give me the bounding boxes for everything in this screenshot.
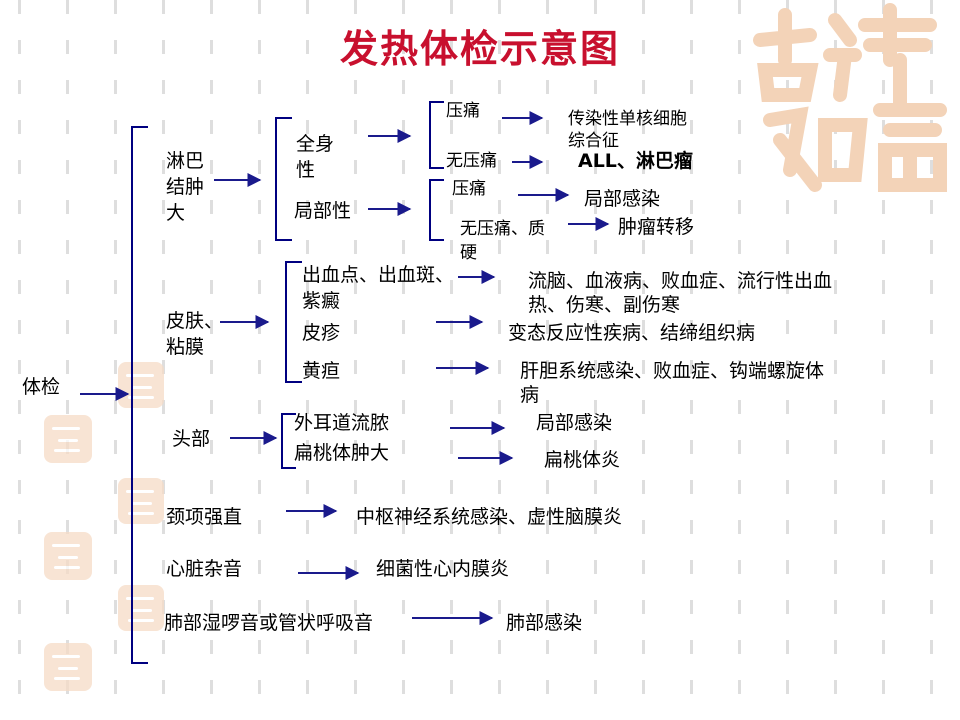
bg-dash-line [738,0,741,720]
ear-discharge-label: 外耳道流脓 [294,412,390,434]
result-tumor-metastasis: 肿瘤转移 [618,216,695,238]
neck-stiffness-label: 颈项强直 [166,506,243,528]
bg-dash-line [546,0,549,720]
lymph-label-line3: 大 [166,202,186,224]
nontender-hard-line2: 硬 [460,243,477,263]
lymph-label-line2: 结肿 [166,176,205,198]
lung-rales-label: 肺部湿啰音或管状呼吸音 [164,612,374,634]
petechiae-line2: 紫癜 [302,290,341,312]
bg-dash-line [210,0,213,720]
jaundice-label: 黄疸 [302,360,341,382]
result-jaundice-line2: 病 [520,384,540,406]
bg-dash-line [18,0,21,720]
result-petechiae-line2: 热、伤寒、副伤寒 [528,294,681,316]
page-title: 发热体检示意图 [339,26,620,71]
systemic-label-line2: 性 [296,159,316,181]
bg-dash-line [354,0,357,720]
result-local-infection: 局部感染 [584,188,661,210]
bg-dash-line [66,0,69,720]
bg-dash-line [114,0,117,720]
seal-watermark [118,362,164,408]
lymph-label-line1: 淋巴 [166,150,205,172]
bg-dash-line [834,0,837,720]
skin-label-line2: 粘膜 [166,336,205,358]
bg-dash-line [642,0,645,720]
root-label: 体检 [22,376,61,398]
tender-local: 压痛 [452,179,486,199]
tender-systemic: 压痛 [446,101,480,121]
head-label: 头部 [172,428,211,450]
result-lung: 肺部感染 [506,612,583,634]
seal-watermark [44,415,92,463]
bg-dash-line [402,0,405,720]
seal-watermark [44,643,92,691]
skin-label-line1: 皮肤、 [166,310,224,332]
local-label: 局部性 [294,200,352,222]
heart-murmur-label: 心脏杂音 [166,558,243,580]
seal-watermark [753,3,947,192]
result-ear: 局部感染 [536,412,613,434]
result-petechiae-line1: 流脑、血液病、败血症、流行性出血 [528,270,833,292]
rash-label: 皮疹 [302,322,341,344]
result-mono-line2: 综合征 [568,131,619,151]
result-all: ALL、淋巴瘤 [578,150,693,172]
systemic-label-line1: 全身 [296,133,335,155]
nontender-hard-line1: 无压痛、质 [460,219,545,239]
bg-dash-line [162,0,165,720]
seal-watermark [44,532,92,580]
result-jaundice-line1: 肝胆系统感染、败血症、钩端螺旋体 [520,360,825,382]
bg-dash-line [258,0,261,720]
result-tonsil: 扁桃体炎 [544,449,621,471]
result-rash: 变态反应性疾病、结缔组织病 [508,322,756,344]
bg-dash-line [882,0,885,720]
result-heart: 细菌性心内膜炎 [376,558,510,580]
bg-dash-line [690,0,693,720]
result-mono-line1: 传染性单核细胞 [568,109,687,129]
result-neck: 中枢神经系统感染、虚性脑膜炎 [356,506,623,528]
bg-dash-line [306,0,309,720]
bg-dash-line [786,0,789,720]
bg-dash-line [594,0,597,720]
seal-watermark [118,585,164,631]
tonsil-swelling-label: 扁桃体肿大 [294,442,390,464]
seal-watermark [118,478,164,524]
nontender-systemic: 无压痛 [446,151,497,171]
bg-dash-line [930,0,933,720]
bg-dash-line [498,0,501,720]
bg-dash-line [450,0,453,720]
petechiae-line1: 出血点、出血斑、 [302,264,455,286]
